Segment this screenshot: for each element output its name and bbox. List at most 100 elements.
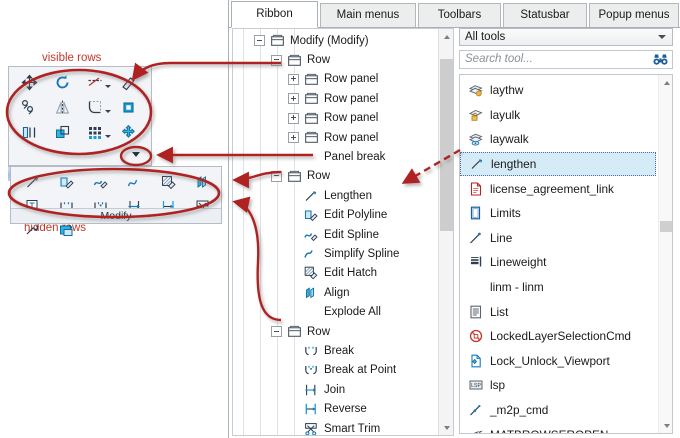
tree-row[interactable]: Edit Spline [233, 225, 439, 244]
replace-block-icon[interactable] [49, 218, 83, 242]
tab-strip: Ribbon Main menus Toolbars Statusbar Pop… [229, 0, 680, 28]
fillet-icon[interactable] [79, 95, 112, 120]
move-icon[interactable] [13, 70, 46, 95]
tool-list-item[interactable]: Lineweight [460, 250, 658, 275]
copy-icon[interactable] [13, 95, 46, 120]
tool-list-item[interactable]: linm - linm [460, 275, 658, 300]
offset-icon[interactable] [13, 120, 46, 145]
tree-row[interactable]: Row [233, 167, 439, 186]
align-icon[interactable] [185, 170, 219, 194]
tree-row-label: Modify (Modify) [290, 34, 369, 47]
tool-list-item[interactable]: LockedLayerSelectionCmd [460, 324, 658, 349]
tree-row[interactable]: Modify (Modify) [233, 31, 439, 50]
tool-list-item[interactable]: List [460, 299, 658, 324]
collapse-minus-icon[interactable] [271, 54, 282, 66]
edit-polyline-icon[interactable] [49, 170, 83, 194]
tree-row[interactable]: Row panel [233, 70, 439, 89]
tree-row[interactable]: Explode All [233, 302, 439, 321]
modify-dropdown-chevron-down-icon[interactable] [132, 152, 140, 157]
tree-row[interactable]: Row panel [233, 128, 439, 147]
edit-spline-icon[interactable] [83, 170, 117, 194]
tool-list-item[interactable]: license_agreement_link [460, 176, 658, 201]
tree-row[interactable]: Row [233, 50, 439, 69]
tree-row[interactable]: Row panel [233, 109, 439, 128]
expand-plus-icon[interactable] [288, 112, 299, 124]
tree-scroll-up-chevron-up-icon[interactable] [439, 29, 453, 44]
chevron-down-icon[interactable] [658, 35, 666, 39]
trim-icon[interactable] [79, 70, 112, 95]
tree-row[interactable]: Reverse [233, 399, 439, 418]
chevron-down-icon[interactable] [105, 85, 111, 88]
panel-icon [302, 130, 320, 145]
binoculars-icon[interactable] [653, 53, 668, 70]
tool-list-scrollbar[interactable] [658, 75, 672, 433]
merge-icon[interactable] [15, 218, 49, 242]
tool-list-item[interactable]: _m2p_cmd [460, 398, 658, 423]
tool-list-item[interactable]: Limits [460, 201, 658, 226]
edit-hatch-icon[interactable] [151, 170, 185, 194]
tool-list-item[interactable]: laywalk [460, 127, 658, 152]
chevron-down-icon[interactable] [105, 135, 111, 138]
lisp-icon: LSP [466, 378, 486, 392]
lengthen-icon[interactable] [15, 170, 49, 194]
tree-row[interactable]: Align [233, 283, 439, 302]
tree-row[interactable]: Panel break [233, 147, 439, 166]
tool-list-item[interactable]: Lock_Unlock_Viewport [460, 349, 658, 374]
tree-row[interactable]: Break at Point [233, 361, 439, 380]
tool-search-box[interactable]: Search tool... [459, 50, 673, 69]
explode-icon[interactable] [112, 120, 145, 145]
tab-main-menus[interactable]: Main menus [320, 3, 416, 27]
erase-icon[interactable] [112, 70, 145, 95]
tool-scroll-up-chevron-up-icon[interactable] [659, 75, 672, 90]
tree-row[interactable]: Join [233, 380, 439, 399]
tree-row[interactable]: Smart Trim [233, 419, 439, 435]
expand-plus-icon[interactable] [288, 93, 299, 105]
modify-panel-hidden[interactable]: Modify [10, 166, 222, 236]
tree-scroll-down-chevron-down-icon[interactable] [439, 420, 453, 435]
tool-list-item[interactable]: Line [460, 226, 658, 251]
mirror-icon[interactable] [46, 95, 79, 120]
tab-popup-menus[interactable]: Popup menus [589, 3, 679, 27]
rotate-icon[interactable] [46, 70, 79, 95]
tree-row[interactable]: Break [233, 341, 439, 360]
collapse-minus-icon[interactable] [271, 170, 282, 182]
limits-icon [466, 206, 486, 220]
edit-spline-icon [302, 228, 320, 242]
tree-row[interactable]: Row [233, 322, 439, 341]
tree-row[interactable]: Simplify Spline [233, 244, 439, 263]
tree-row[interactable]: Row panel [233, 89, 439, 108]
tool-list-item[interactable]: layulk [460, 103, 658, 128]
tree-scrollbar[interactable] [438, 29, 453, 435]
tool-scroll-down-chevron-down-icon[interactable] [659, 418, 672, 433]
tool-list-item[interactable]: LSP lsp [460, 373, 658, 398]
tab-ribbon[interactable]: Ribbon [231, 1, 318, 28]
expand-plus-icon[interactable] [288, 73, 299, 85]
tool-list-item[interactable]: MATBROWSEROPEN [460, 422, 658, 433]
tool-list-item-label: LockedLayerSelectionCmd [490, 329, 631, 344]
tree-row[interactable]: Edit Hatch [233, 264, 439, 283]
tool-list-item-selected[interactable]: lengthen [460, 151, 656, 177]
tree-row[interactable]: Lengthen [233, 186, 439, 205]
collapse-minus-icon[interactable] [254, 35, 265, 47]
chevron-down-icon[interactable] [105, 110, 111, 113]
tool-filter-dropdown[interactable]: All tools [459, 28, 673, 46]
scale-icon[interactable] [46, 120, 79, 145]
array-icon[interactable] [79, 120, 112, 145]
modify-panel-visible[interactable]: Modify [8, 66, 152, 181]
simplify-spline-icon[interactable] [117, 170, 151, 194]
tool-list-item-label: lsp [490, 378, 506, 393]
tree-row[interactable]: Edit Polyline [233, 206, 439, 225]
tree-scrollbar-thumb[interactable] [440, 59, 453, 231]
tab-toolbars[interactable]: Toolbars [418, 3, 501, 27]
expand-plus-icon[interactable] [288, 132, 299, 144]
tool-scrollbar-thumb[interactable] [660, 221, 672, 232]
tool-list-item[interactable]: laythw [460, 78, 658, 103]
tab-statusbar[interactable]: Statusbar [503, 3, 587, 27]
stretch-icon[interactable] [112, 95, 145, 120]
join-icon [302, 383, 320, 397]
collapse-minus-icon[interactable] [271, 326, 282, 338]
